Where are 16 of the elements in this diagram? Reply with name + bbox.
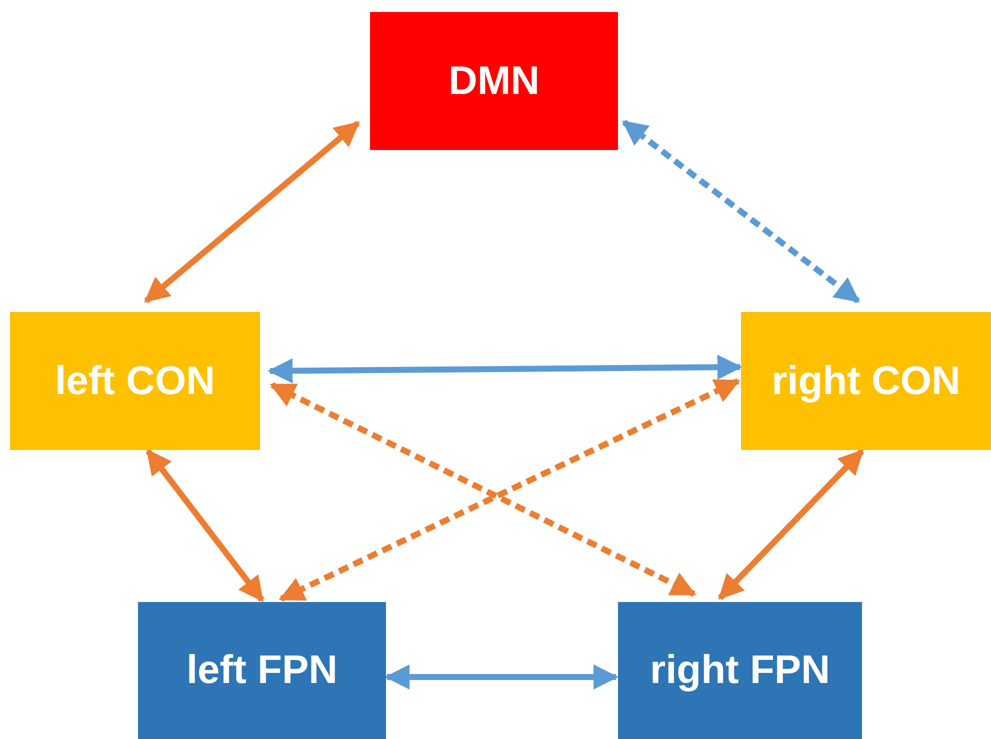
network-label: left CON: [55, 358, 215, 404]
network-box: [370, 12, 618, 150]
double-arrow: [144, 120, 360, 304]
network-label: DMN: [448, 58, 540, 104]
network-box: [741, 312, 991, 450]
network-label: left FPN: [186, 648, 338, 693]
double-arrow: [146, 449, 264, 602]
double-arrow: [622, 120, 860, 304]
double-arrow: [718, 448, 864, 600]
double-arrow: [267, 354, 743, 384]
network-box: [618, 602, 862, 739]
network-box: [10, 312, 260, 450]
network-box: [138, 602, 386, 739]
network-label: right CON: [772, 358, 960, 404]
double-arrow: [384, 664, 619, 690]
network-label: right FPN: [650, 648, 830, 693]
